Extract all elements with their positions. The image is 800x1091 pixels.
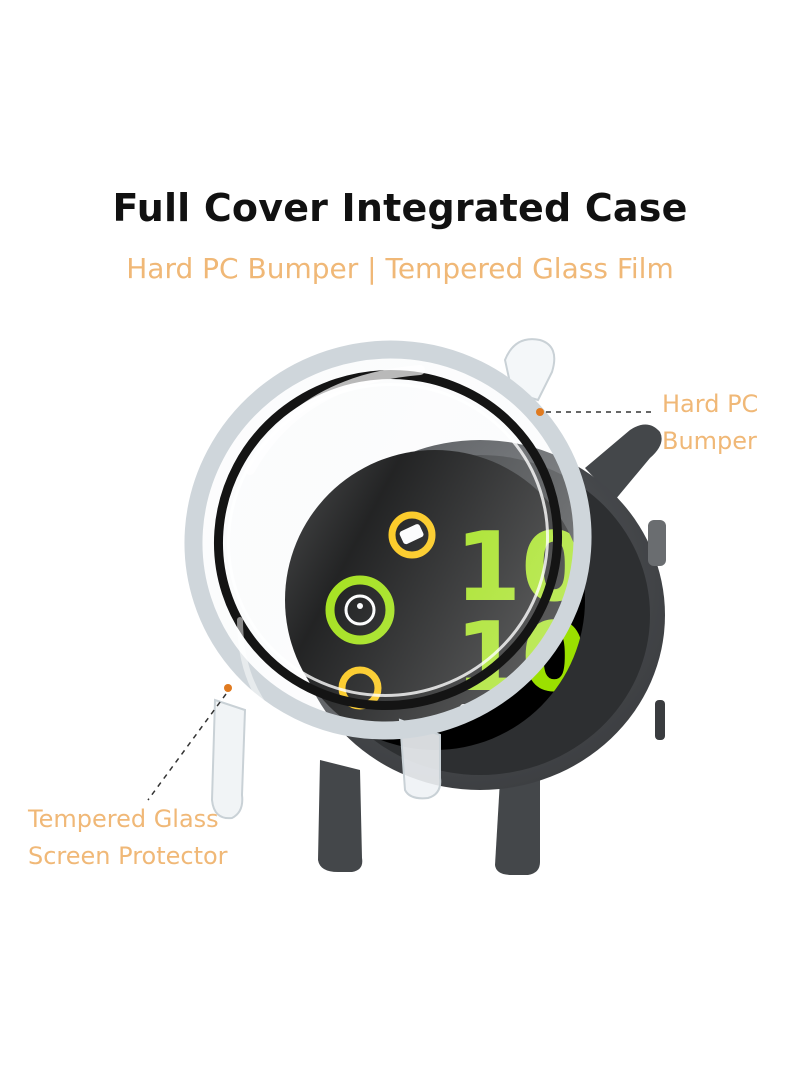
bumper-pointer <box>536 408 655 416</box>
glass-callout-label: Tempered Glass Screen Protector <box>28 801 228 875</box>
clear-case <box>184 338 592 820</box>
bumper-callout-line2: Bumper <box>662 427 757 455</box>
glass-callout-line1: Tempered Glass <box>28 805 219 833</box>
page-title: Full Cover Integrated Case <box>112 186 688 230</box>
bumper-callout-label: Hard PC Bumper <box>662 386 758 460</box>
glass-callout-line2: Screen Protector <box>28 842 228 870</box>
bumper-callout-line1: Hard PC <box>662 390 759 418</box>
glass-pointer <box>147 684 232 801</box>
page-subtitle: Hard PC Bumper | Tempered Glass Film <box>126 252 674 285</box>
